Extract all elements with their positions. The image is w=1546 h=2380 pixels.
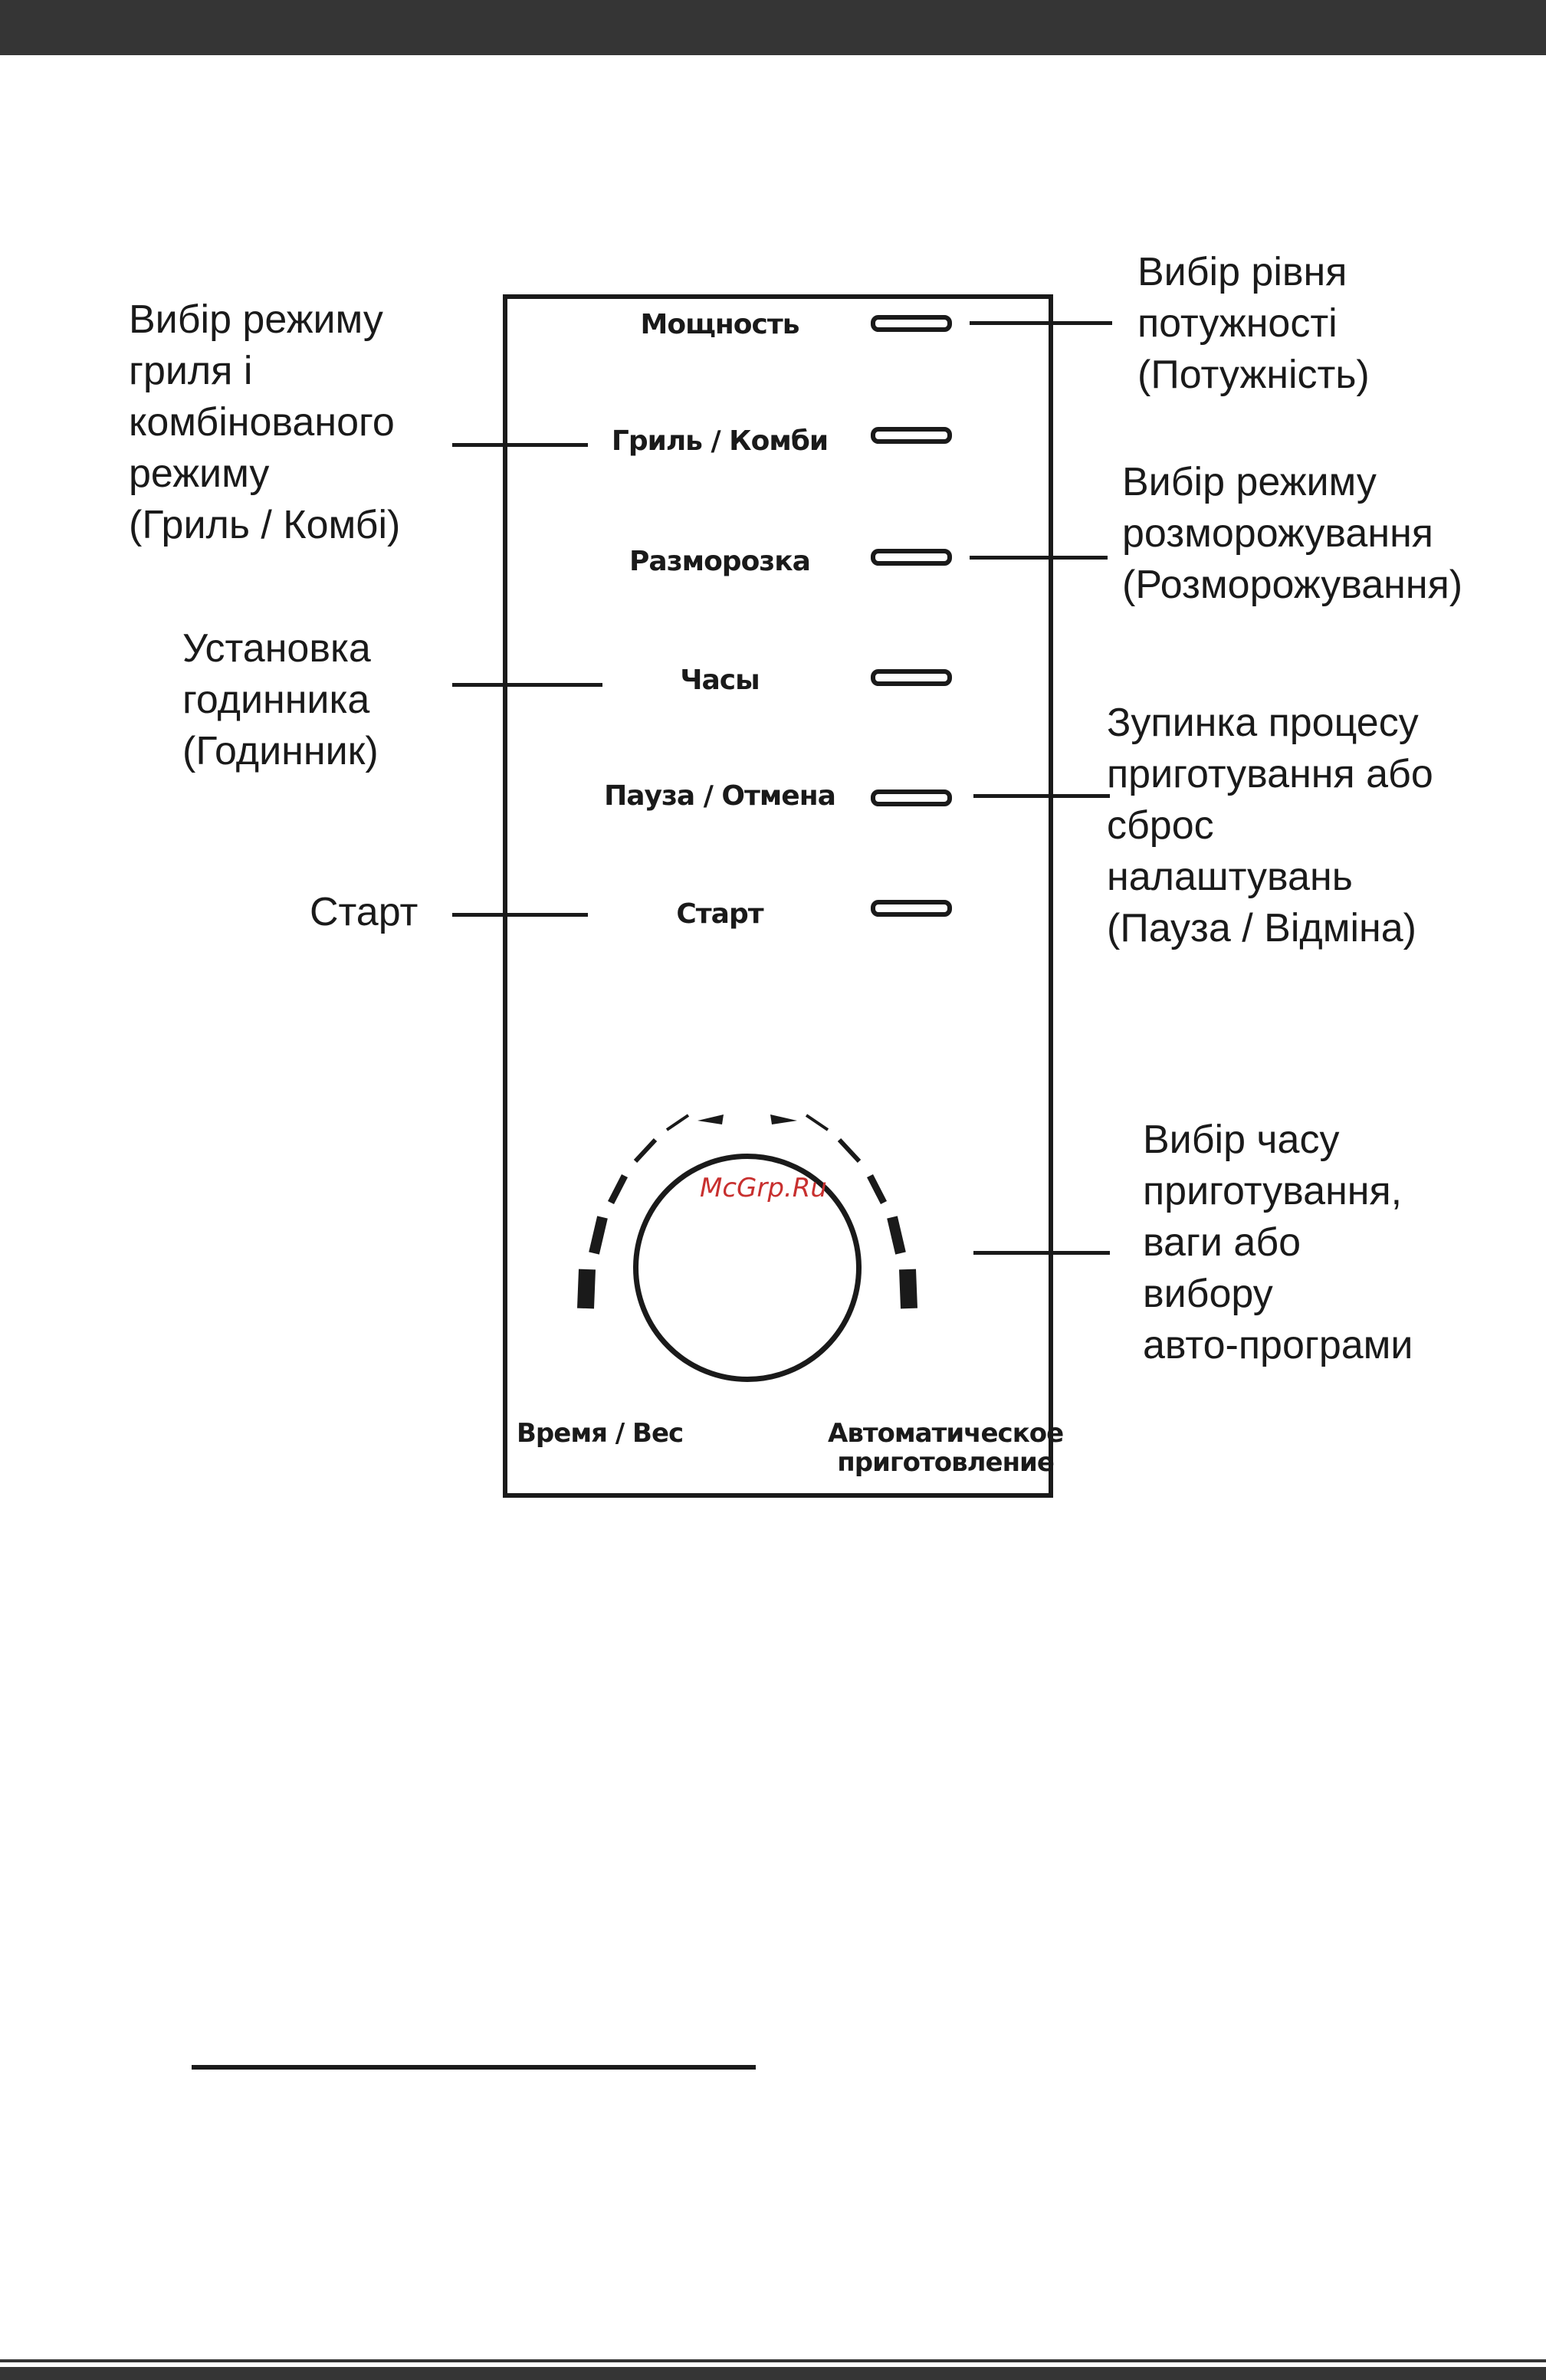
defrost-button[interactable] bbox=[871, 549, 952, 566]
clock-button[interactable] bbox=[871, 669, 952, 686]
time-weight-dial[interactable] bbox=[633, 1154, 862, 1382]
leader-defrost bbox=[970, 556, 1108, 560]
label-start: Старт bbox=[676, 898, 763, 930]
callout-grill: Вибір режиму гриля і комбінованого режим… bbox=[129, 297, 401, 547]
leader-start bbox=[452, 913, 588, 917]
pause-cancel-button[interactable] bbox=[871, 790, 952, 806]
label-defrost: Разморозка bbox=[629, 546, 811, 577]
label-pause-cancel: Пауза / Отмена bbox=[604, 780, 836, 812]
label-power: Мощность bbox=[640, 309, 800, 340]
footer-bar bbox=[0, 2367, 1546, 2380]
callout-dial: Вибір часу приготування, ваги або вибору… bbox=[1143, 1118, 1413, 1367]
start-button[interactable] bbox=[871, 900, 952, 917]
header-bar bbox=[0, 0, 1546, 55]
callout-start: Старт bbox=[310, 890, 419, 934]
footer-rule bbox=[0, 2359, 1546, 2362]
leader-clock bbox=[452, 683, 602, 687]
watermark: McGrp.Ru bbox=[700, 1173, 827, 1203]
label-grill-combi: Гриль / Комби bbox=[611, 425, 829, 457]
callout-power: Вибір рівня потужності (Потужність) bbox=[1137, 250, 1370, 397]
grill-combi-button[interactable] bbox=[871, 427, 952, 444]
leader-power bbox=[970, 321, 1112, 325]
leader-grill bbox=[452, 443, 588, 447]
callout-pause: Зупинка процесу приготування або сброс н… bbox=[1107, 701, 1433, 950]
footnote-divider bbox=[192, 2065, 756, 2070]
label-clock: Часы bbox=[680, 665, 760, 696]
callout-defrost: Вибір режиму розморожування (Розморожува… bbox=[1122, 460, 1463, 607]
dial-label-time-weight: Время / Вес bbox=[517, 1418, 684, 1449]
leader-pause bbox=[973, 794, 1110, 798]
power-button[interactable] bbox=[871, 315, 952, 332]
control-panel bbox=[503, 294, 1053, 1498]
callout-clock: Установка годинника (Годинник) bbox=[182, 626, 379, 773]
dial-label-auto-cook: Автоматическое приготовление bbox=[828, 1418, 1064, 1478]
leader-dial bbox=[973, 1251, 1110, 1255]
